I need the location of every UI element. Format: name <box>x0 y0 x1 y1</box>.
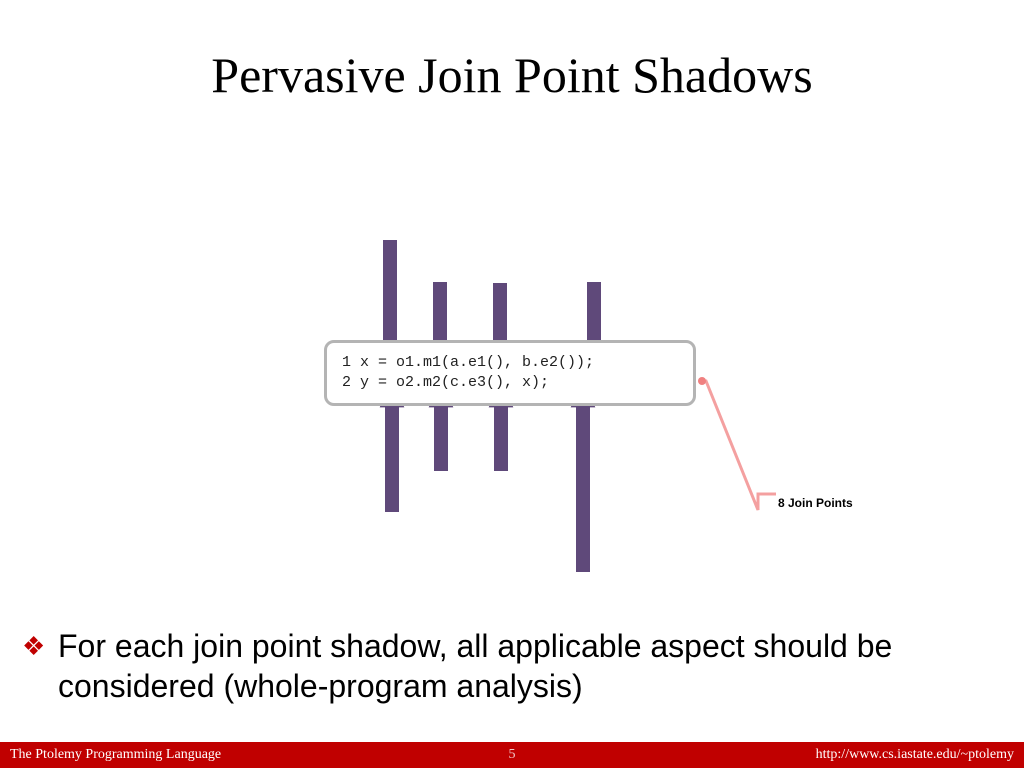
join-points-callout: 8 Join Points <box>778 496 853 510</box>
footer-url: http://www.cs.iastate.edu/~ptolemy <box>815 747 1014 762</box>
arrows-from-below <box>379 376 596 572</box>
callout-leader <box>698 377 776 511</box>
diamond-bullet-icon: ❖ <box>22 631 46 661</box>
code-line-1: 1 x = o1.m1(a.e1(), b.e2()); <box>342 354 595 371</box>
arrows-from-above <box>377 240 607 372</box>
code-snippet-box: 1 x = o1.m1(a.e1(), b.e2()); 2 y = o2.m2(… <box>324 340 696 406</box>
bullet-text: For each join point shadow, all applicab… <box>58 628 893 704</box>
bullet-point: ❖ For each join point shadow, all applic… <box>22 626 982 706</box>
slide-title: Pervasive Join Point Shadows <box>211 47 813 103</box>
footer-course-title: The Ptolemy Programming Language <box>10 747 222 762</box>
slide-footer: The Ptolemy Programming Language 5 http:… <box>0 742 1024 768</box>
callout-anchor-dot <box>698 377 706 385</box>
code-line-2: 2 y = o2.m2(c.e3(), x); <box>342 374 550 391</box>
footer-page-number: 5 <box>508 747 516 762</box>
